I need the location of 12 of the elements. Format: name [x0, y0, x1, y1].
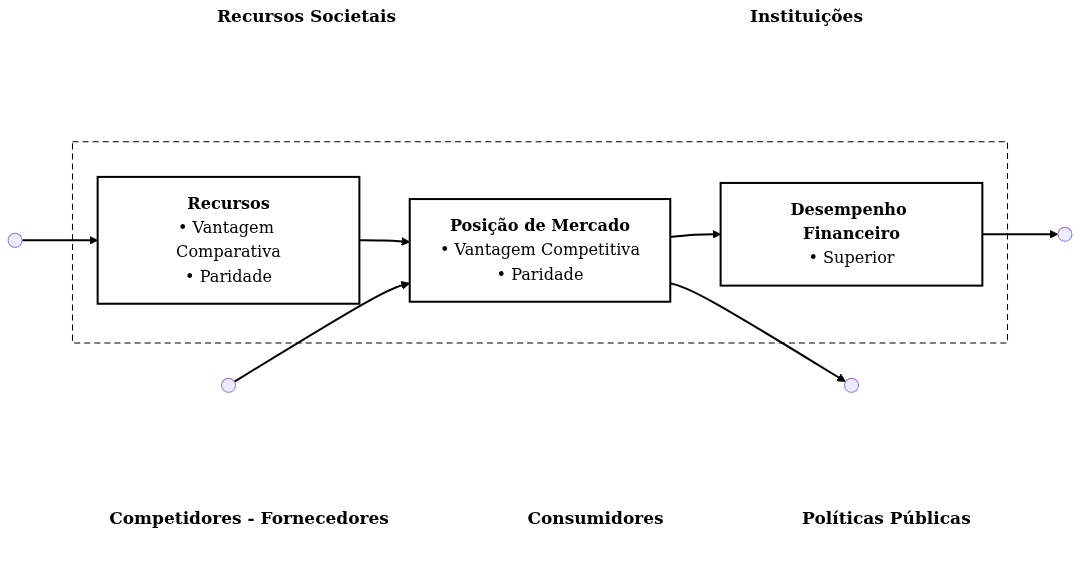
node-box: Recursos • Vantagem Comparativa • Paridade	[96, 175, 361, 305]
context-label: Competidores - Fornecedores	[109, 508, 389, 528]
context-label: Recursos Societais	[216, 6, 397, 26]
arrow	[670, 282, 846, 382]
arrow	[982, 229, 1059, 239]
context-label: Instituições	[750, 6, 863, 26]
cluster	[71, 141, 1009, 344]
arrow	[670, 229, 721, 239]
node-box: Desempenho Financeiro • Superior	[719, 181, 984, 287]
context-label: Políticas Públicas	[802, 508, 971, 528]
context-label: Consumidores	[527, 508, 664, 528]
node-box: Posição de Mercado • Vantagem Competitiva • Paridade	[408, 198, 672, 303]
